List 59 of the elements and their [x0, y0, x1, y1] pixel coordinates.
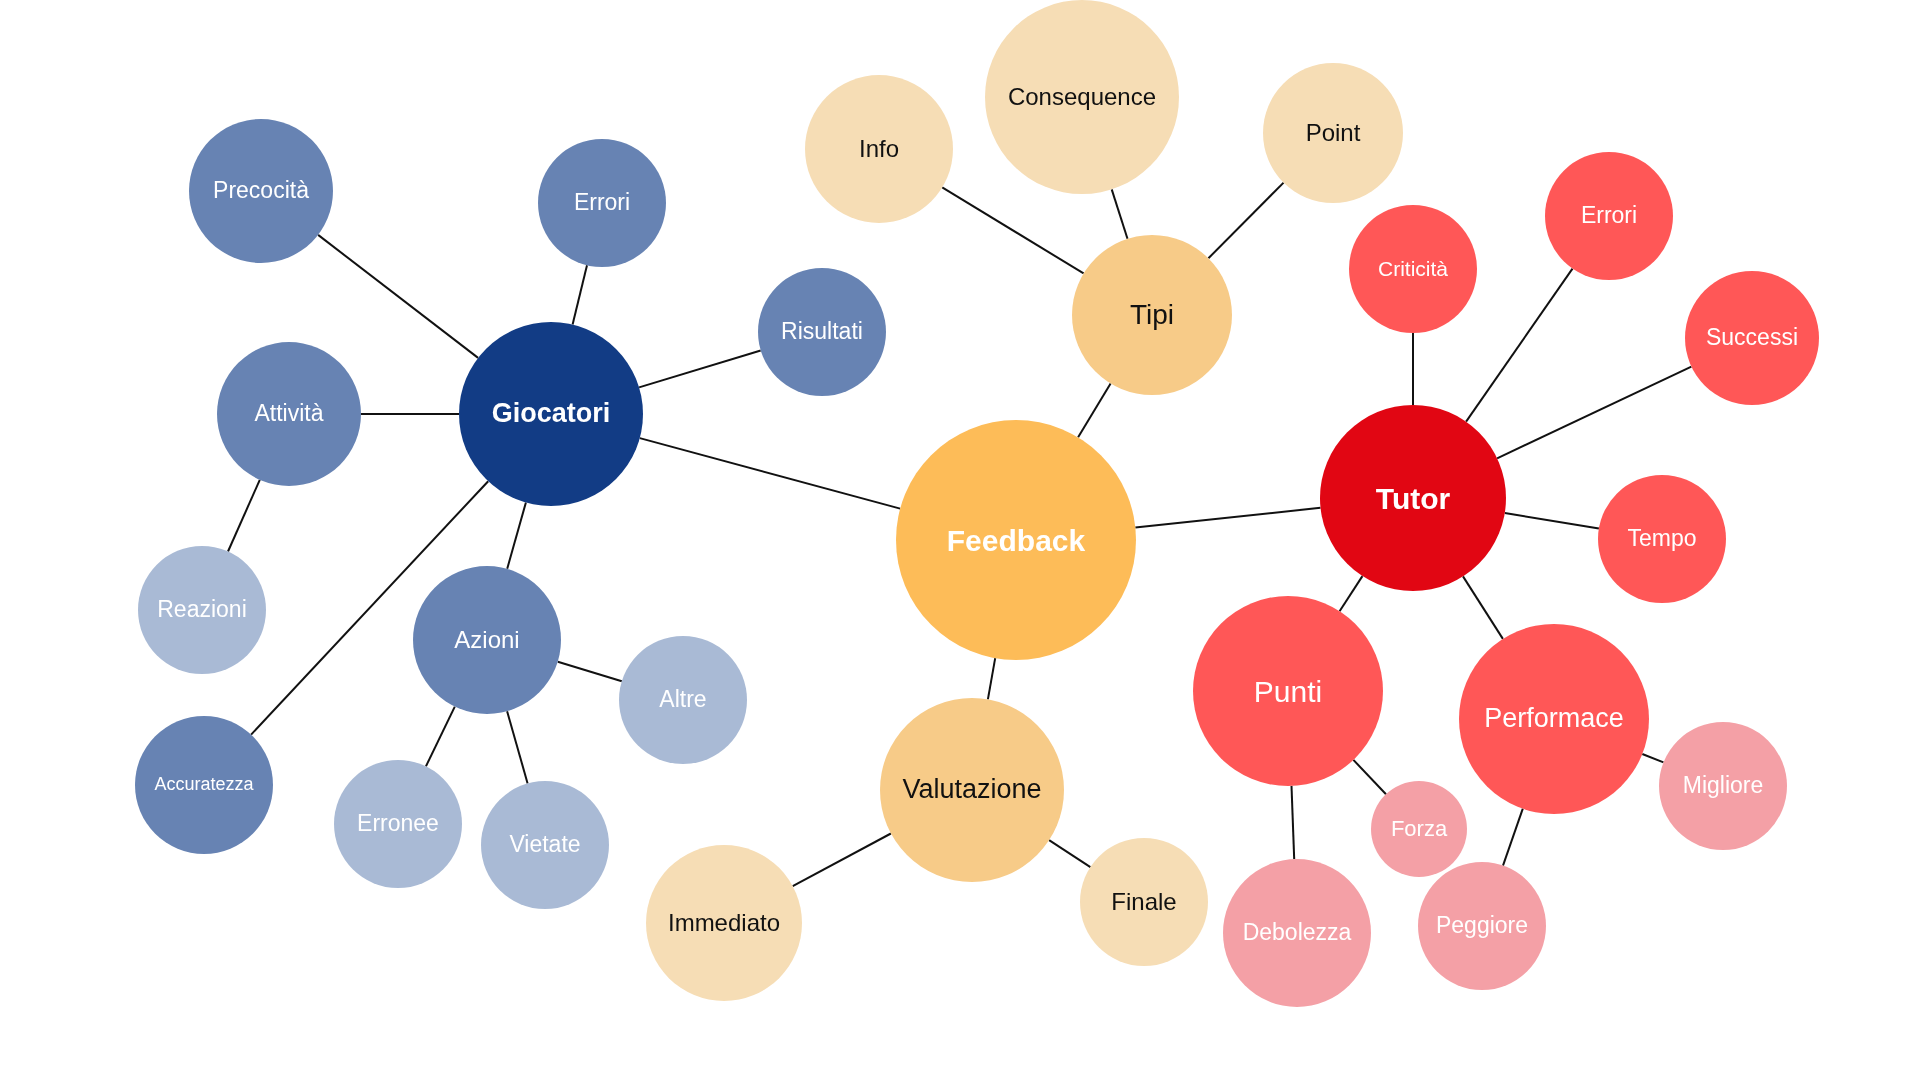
connector-line	[1641, 753, 1665, 764]
node-label: Accuratezza	[154, 775, 254, 795]
connector-line	[1502, 807, 1524, 867]
node-label: Vietate	[509, 832, 581, 858]
node-label: Erronee	[357, 811, 439, 837]
node-label: Precocità	[213, 178, 309, 204]
connector-line	[506, 501, 527, 570]
connector-line	[1465, 267, 1574, 423]
node-label: Tipi	[1129, 299, 1175, 331]
node-label: Tempo	[1627, 526, 1697, 552]
connector-line	[1503, 512, 1600, 530]
connector-line	[791, 832, 892, 888]
connector-line	[1110, 188, 1129, 240]
node-label: Valutazione	[902, 775, 1042, 805]
connector-line	[1207, 181, 1285, 260]
node-label: Risultati	[781, 319, 863, 345]
connector-line	[1290, 784, 1296, 861]
node-label: Reazioni	[157, 597, 247, 623]
connector-line	[556, 660, 623, 683]
node-label: Migliore	[1682, 773, 1764, 799]
connector-line	[360, 413, 460, 415]
connector-line	[1412, 332, 1414, 406]
node-label: Consequence	[1007, 83, 1157, 111]
node-label: Errori	[573, 190, 631, 216]
node-label: Feedback	[946, 523, 1086, 557]
connector-line	[941, 186, 1085, 275]
node-label: Performace	[1484, 704, 1624, 734]
node-label: Tutor	[1375, 481, 1451, 515]
node-label: Attività	[254, 401, 324, 427]
node-label: Punti	[1253, 674, 1323, 708]
node-label: Errori	[1580, 203, 1638, 229]
node-label: Forza	[1390, 816, 1448, 842]
connector-line	[638, 349, 762, 389]
node-label: Debolezza	[1242, 920, 1352, 946]
node-label: Finale	[1111, 888, 1177, 916]
connector-line	[1048, 839, 1092, 869]
connector-line	[506, 710, 529, 785]
node-label: Info	[859, 135, 899, 163]
node-label: Immediato	[667, 909, 780, 937]
connector-line	[986, 657, 997, 701]
connector-line	[1496, 365, 1693, 460]
connector-line	[1338, 575, 1364, 613]
connector-line	[1134, 506, 1322, 529]
connector-line	[1462, 575, 1504, 640]
connector-line	[638, 437, 902, 510]
connector-line	[1077, 382, 1112, 439]
node-label: Criticità	[1378, 257, 1448, 281]
connector-line	[227, 478, 261, 553]
node-label: Peggiore	[1435, 913, 1529, 939]
connector-line	[424, 705, 456, 768]
node-label: Azioni	[454, 626, 520, 654]
connector-line	[250, 480, 490, 736]
node-label: Altre	[659, 687, 707, 713]
node-label: Point	[1305, 119, 1361, 147]
connector-line	[1352, 758, 1387, 796]
connector-line	[317, 233, 480, 359]
connector-line	[571, 264, 588, 326]
node-label: Giocatori	[491, 399, 611, 429]
node-label: Successi	[1705, 325, 1798, 351]
